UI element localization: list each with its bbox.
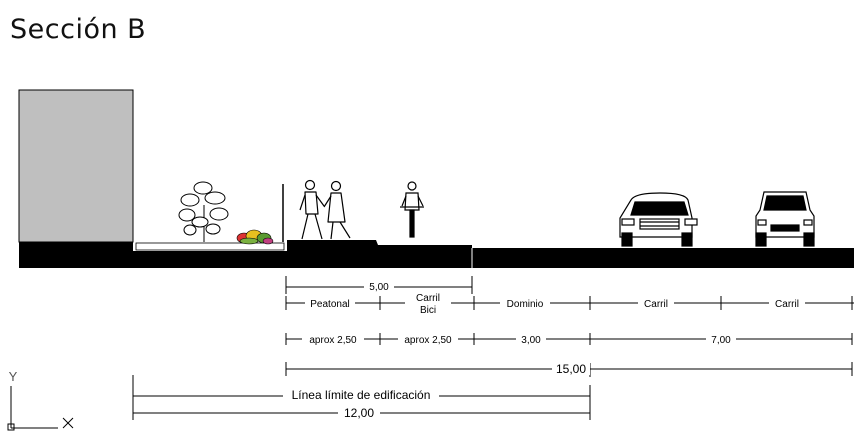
label-carril-1: Carril [644, 299, 668, 310]
label-peatonal: Peatonal [310, 299, 349, 310]
dim-7-00: 7,00 [711, 335, 731, 346]
dim-aprox-1: aprox 2,50 [309, 335, 357, 346]
page-title: Sección B [10, 14, 147, 45]
tree-icon [178, 181, 229, 242]
car-icon [619, 192, 698, 247]
dim-12-00: 12,00 [344, 406, 374, 420]
dim-5-00: 5,00 [369, 282, 389, 293]
label-carril-bici-1: Carril [416, 293, 440, 304]
flower-bed-icon [236, 229, 274, 245]
building-block [18, 89, 134, 243]
label-linea-limite: Línea límite de edificación [292, 388, 431, 402]
ground-profile [19, 240, 854, 268]
label-carril-bici-2: Bici [420, 305, 436, 316]
car-rear-icon [755, 191, 815, 247]
dim-aprox-2: aprox 2,50 [404, 335, 452, 346]
label-carril-2: Carril [775, 299, 799, 310]
planter-strip [135, 242, 285, 251]
dim-3-00: 3,00 [521, 335, 541, 346]
label-dominio: Dominio [507, 299, 544, 310]
pedestrians-icon [299, 179, 351, 240]
dim-15-00: 15,00 [556, 362, 586, 376]
ucs-y-label: Y [9, 369, 18, 384]
cyclist-icon [400, 181, 424, 238]
